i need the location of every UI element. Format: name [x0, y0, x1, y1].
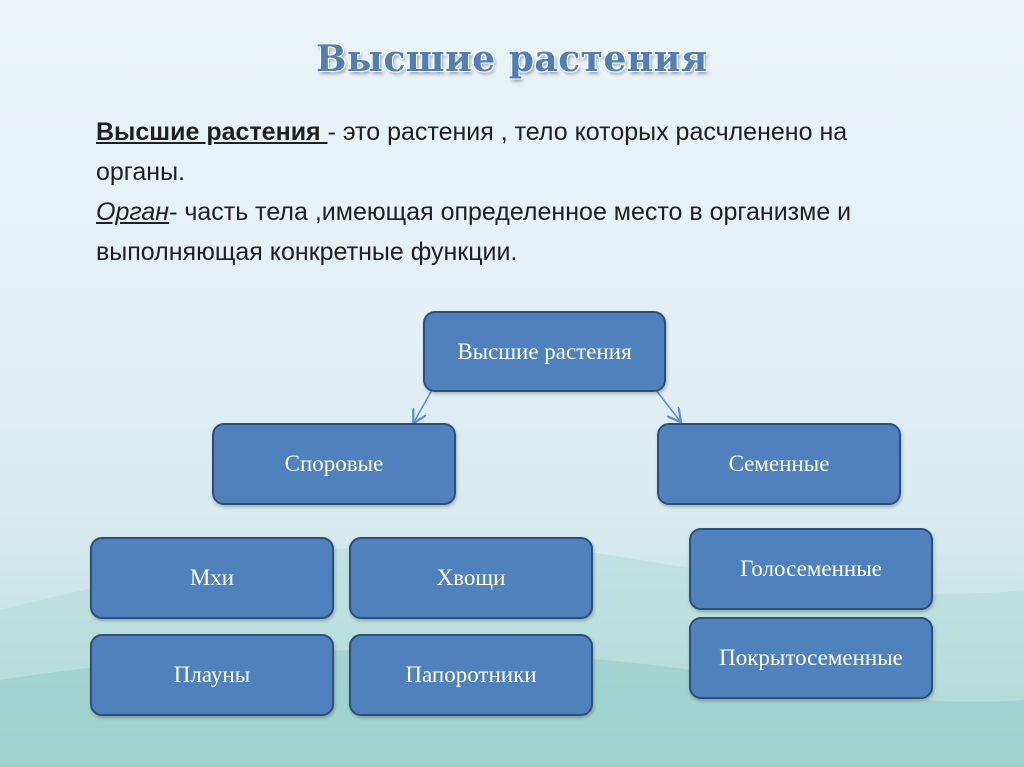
node-seed-plants: Семенные — [657, 423, 901, 505]
node-mosses: Мхи — [90, 537, 334, 619]
node-gymnosperms: Голосеменные — [689, 528, 933, 610]
definitions-text: Высшие растения - это растения , тело ко… — [96, 112, 876, 272]
term-organ: Орган — [96, 198, 170, 226]
node-higher-plants: Высшие растения — [423, 311, 666, 392]
definition-organ: - часть тела ,имеющая определенное место… — [96, 198, 852, 266]
node-spore-plants: Споровые — [212, 423, 456, 505]
term-higher-plants: Высшие растения — [96, 118, 328, 146]
node-clubmosses: Плауны — [90, 634, 334, 716]
node-ferns: Папоротники — [349, 634, 593, 716]
slide-title: Высшие растения — [315, 38, 709, 80]
definition-higher-plants: - это растения , тело которых расчленено… — [96, 118, 848, 186]
node-angiosperms: Покрытосеменные — [689, 617, 933, 699]
node-horsetails: Хвощи — [349, 537, 593, 619]
